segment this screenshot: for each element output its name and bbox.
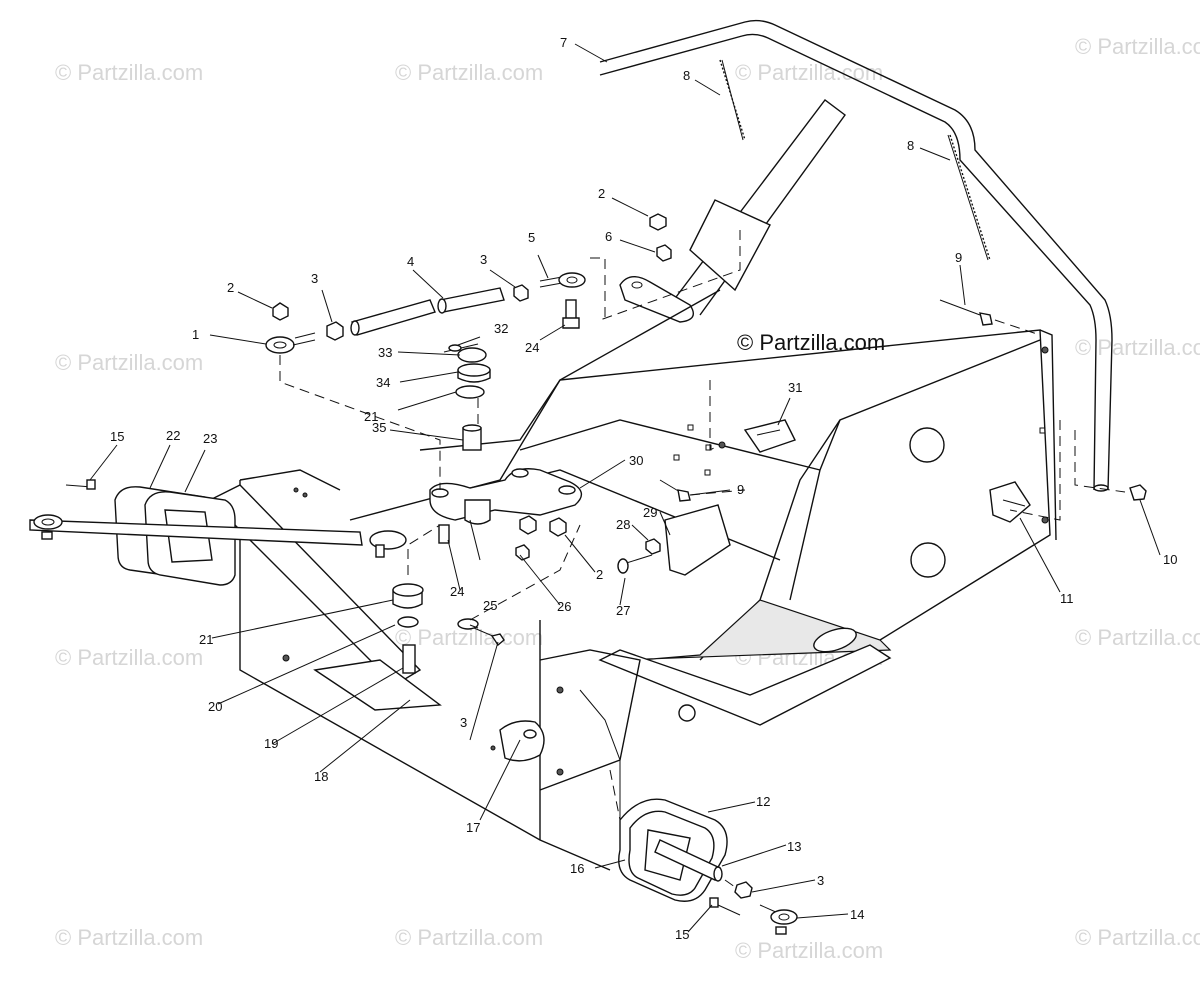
callout-label: 27 (616, 603, 630, 618)
callout-label: 25 (483, 598, 497, 613)
callout-label: 3 (460, 715, 467, 730)
assembly-lines (279, 230, 1126, 888)
callout-label: 28 (616, 517, 630, 532)
callout-label: 10 (1163, 552, 1177, 567)
watermark: © Partzilla.com (55, 645, 203, 670)
callout-label: 8 (683, 68, 690, 83)
watermark: © Partzilla.com (1075, 335, 1200, 360)
callout-label: 9 (955, 250, 962, 265)
pedal-assembly (208, 484, 442, 711)
watermark: © Partzilla.com (55, 350, 203, 375)
callout-label: 21 (199, 632, 213, 647)
callout-label: 11 (1060, 591, 1074, 606)
left-plates (29, 479, 407, 586)
callout-label: 35 (372, 420, 386, 435)
callout-label: 32 (494, 321, 508, 336)
callout-label: 7 (560, 35, 567, 50)
callout-label: 23 (203, 431, 217, 446)
callout-label: 24 (525, 340, 539, 355)
callout-label: 1 (192, 327, 199, 342)
upper-linkage (265, 213, 672, 354)
lower-plates (579, 689, 798, 935)
watermark: © Partzilla.com (55, 925, 203, 950)
callout-label: 2 (596, 567, 603, 582)
watermark: © Partzilla.com (395, 60, 543, 85)
callout-label: 9 (737, 482, 744, 497)
callout-label: 3 (817, 873, 824, 888)
callout-label: 5 (528, 230, 535, 245)
callout-label: 19 (264, 736, 278, 751)
callout-label: 26 (557, 599, 571, 614)
callout-label: 4 (407, 254, 414, 269)
center-pivot (429, 343, 583, 561)
watermark: © Partzilla.com (735, 938, 883, 963)
main-frame (239, 289, 1057, 871)
callout-label: 22 (166, 428, 180, 443)
spring-parts (719, 59, 991, 261)
callout-labels: 1 2 3 4 3 5 2 6 7 8 8 9 9 10 11 12 13 3 … (110, 35, 1177, 942)
callout-label: 14 (850, 907, 864, 922)
callout-label: 3 (480, 252, 487, 267)
callout-label: 20 (208, 699, 222, 714)
callout-label: 21 (364, 409, 378, 424)
callout-label: 16 (570, 861, 584, 876)
callout-label: 18 (314, 769, 328, 784)
callout-label: 17 (466, 820, 480, 835)
callout-label: 8 (907, 138, 914, 153)
copyright-notice: © Partzilla.com (737, 330, 885, 355)
watermark-layer: © Partzilla.com © Partzilla.com © Partzi… (55, 34, 1200, 963)
leader-lines (89, 43, 1161, 933)
watermark: © Partzilla.com (1075, 625, 1200, 650)
roll-bar (599, 19, 1113, 492)
callout-label: 12 (756, 794, 770, 809)
callout-label: 15 (675, 927, 689, 942)
callout-label: 13 (787, 839, 801, 854)
watermark: © Partzilla.com (1075, 925, 1200, 950)
callout-label: 31 (788, 380, 802, 395)
callout-label: 30 (629, 453, 643, 468)
callout-label: 3 (311, 271, 318, 286)
callout-label: 24 (450, 584, 464, 599)
watermark: © Partzilla.com (55, 60, 203, 85)
callout-label: 29 (643, 505, 657, 520)
right-mounts (617, 299, 1147, 576)
callout-label: 33 (378, 345, 392, 360)
callout-label: 15 (110, 429, 124, 444)
callout-label: 34 (376, 375, 390, 390)
watermark: © Partzilla.com (395, 925, 543, 950)
callout-label: 6 (605, 229, 612, 244)
callout-label: 2 (598, 186, 605, 201)
watermark: © Partzilla.com (1075, 34, 1200, 59)
callout-label: 2 (227, 280, 234, 295)
watermark: © Partzilla.com (735, 60, 883, 85)
